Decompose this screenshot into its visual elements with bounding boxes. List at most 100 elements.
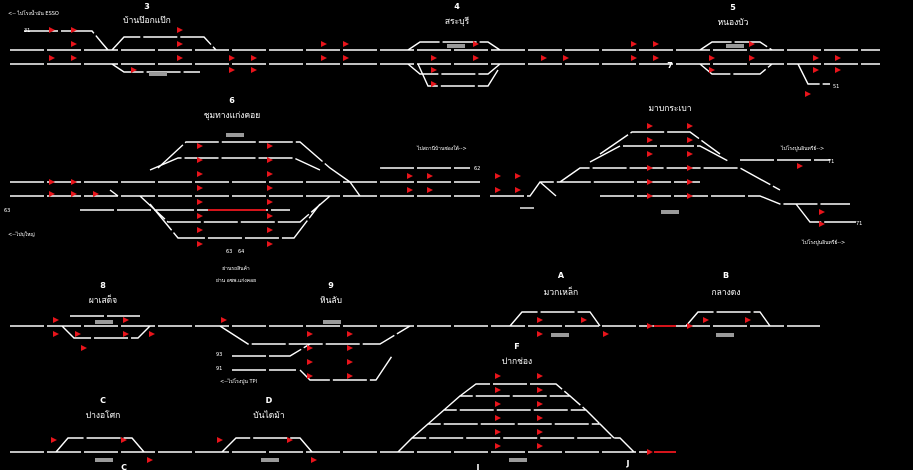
track-segment (490, 181, 600, 197)
signal-icon (537, 415, 543, 421)
track-segment (24, 30, 109, 51)
signal-icon (267, 171, 273, 177)
annotation-depot-1: ย่านรถสินค้า (222, 265, 250, 272)
station-number-4: 4 (454, 2, 460, 11)
track-segment (685, 311, 771, 327)
track-label-91: 91 (216, 366, 222, 372)
signal-icon (407, 173, 413, 179)
signal-icon (813, 55, 819, 61)
signal-icon (495, 443, 501, 449)
track-segment (221, 437, 313, 453)
signal-icon (749, 41, 755, 47)
signal-icon (267, 157, 273, 163)
platform (149, 72, 167, 76)
signal-icon (71, 179, 77, 185)
signal-icon (687, 193, 693, 199)
signal-icon (217, 437, 223, 443)
track-segment (157, 141, 351, 183)
station-number-F: F (514, 342, 519, 351)
signal-icon (49, 27, 55, 33)
station-name-A: มวกเหล็ก (544, 286, 578, 298)
signal-icon (745, 317, 751, 323)
signal-icon (495, 173, 501, 179)
track-segment (559, 167, 781, 191)
track-segment (219, 325, 411, 345)
signal-icon (687, 165, 693, 171)
label-i: I (477, 463, 480, 470)
signal-icon (819, 209, 825, 215)
signal-icon (431, 81, 437, 87)
station-name-B: กลางดง (712, 288, 741, 298)
signal-icon (819, 221, 825, 227)
label-c: C (121, 463, 127, 470)
signal-icon (687, 179, 693, 185)
track-segment (149, 203, 321, 239)
signal-icon (267, 185, 273, 191)
station-name-3: บ้านป๊อกแป๊ก (123, 15, 171, 26)
signal-icon (251, 55, 257, 61)
signal-icon (347, 373, 353, 379)
signal-icon (835, 55, 841, 61)
station-number-8: 8 (100, 281, 106, 290)
signal-icon (495, 401, 501, 407)
track-label-93: 93 (216, 352, 222, 358)
track-segment (299, 355, 393, 381)
track-segment (795, 203, 856, 223)
track-label-63: 63 (4, 208, 10, 214)
platforms (95, 44, 744, 462)
annotation-cement-1: ไปโรงปูนอินทรีย์--> (780, 145, 824, 152)
signal-icon (495, 429, 501, 435)
signal-icon (197, 171, 203, 177)
track-segment (589, 145, 731, 163)
station-name-F: ปากช่อง (502, 357, 532, 367)
signal-icon (197, 157, 203, 163)
track-segment (55, 437, 145, 453)
signal-icon (541, 55, 547, 61)
signal-icon (703, 317, 709, 323)
signal-icon (537, 317, 543, 323)
annotation-esso: <-- ไปโรงน้ำมัน ESSO (8, 8, 59, 17)
annotation-depot-2: ย่าน อซพ.แก่งคอย (216, 278, 256, 284)
track-segment (397, 437, 635, 453)
signal-icon (49, 55, 55, 61)
signal-icon (307, 345, 313, 351)
platform (261, 458, 279, 462)
signal-icon (311, 457, 317, 463)
signal-icon (537, 331, 543, 337)
signal-icon (267, 241, 273, 247)
signal-icon (197, 185, 203, 191)
signal-icon (563, 55, 569, 61)
station-name-4: สระบุรี (445, 16, 470, 27)
track-label-62: 62 (474, 166, 480, 172)
annotation-to-bua-yai: <--ไปบุใหญ่ (8, 231, 35, 238)
signal-icon (321, 41, 327, 47)
signal-icon (267, 213, 273, 219)
signal-icon (687, 151, 693, 157)
track-label-51: 51 (833, 84, 839, 90)
signal-icon (835, 67, 841, 73)
signal-icon (749, 55, 755, 61)
annotation-tpi: <--ไปโรงปูน TPI (220, 378, 257, 385)
signal-icon (709, 55, 715, 61)
track-label-63b: 63 (226, 249, 232, 255)
signal-icon (131, 67, 137, 73)
signal-icon (53, 331, 59, 337)
signal-icon (221, 317, 227, 323)
annotation-to-kaeng-khoi: ไปสถานีบ้านช่องใต้--> (416, 145, 467, 152)
signal-icon (123, 331, 129, 337)
signal-icon (229, 67, 235, 73)
station-number-B: B (723, 271, 729, 280)
track-segment (149, 157, 321, 171)
signal-icon (515, 173, 521, 179)
signal-icon (515, 187, 521, 193)
signal-icon (431, 55, 437, 61)
track-segment (407, 41, 501, 51)
signal-icon (71, 27, 77, 33)
signal-icon (647, 323, 653, 329)
signal-icon (709, 67, 715, 73)
signal-icon (93, 191, 99, 197)
signals (49, 27, 841, 463)
signal-icon (197, 241, 203, 247)
platform (95, 320, 113, 324)
